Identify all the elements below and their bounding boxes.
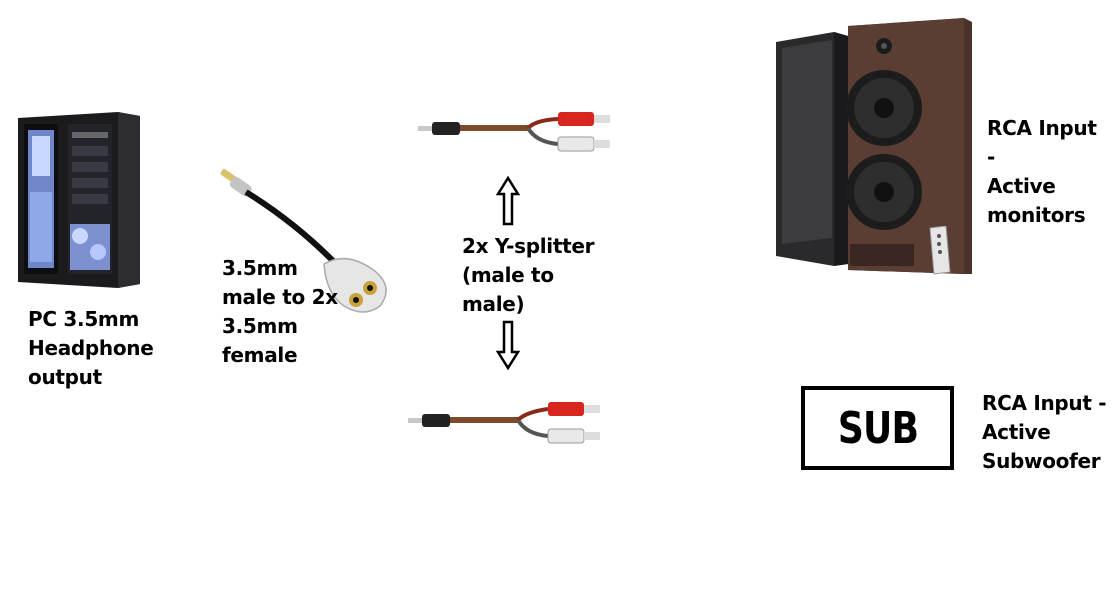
pc-output-label: PC 3.5mm Headphone output [28,307,154,389]
active-subwoofer-label: RCA Input - Active Subwoofer [982,391,1107,473]
speaker-pair-icon [776,18,972,274]
adapter-label: 3.5mm male to 2x 3.5mm female [222,256,338,367]
headphone-splitter-adapter-icon [220,168,387,313]
rca-y-cable-icon [418,112,610,152]
remote-control-icon [929,226,951,275]
outline-arrow-icon [496,320,520,370]
subwoofer-box: SUB [801,386,954,470]
active-monitors-label: RCA Input - Active monitors [987,116,1097,227]
rca-y-cable-icon [408,402,600,444]
outline-arrow-icon [496,176,520,226]
pc-tower-icon [18,112,140,288]
y-splitter-label: 2x Y-splitter (male to male) [462,234,595,316]
subwoofer-box-label: SUB [837,402,918,454]
